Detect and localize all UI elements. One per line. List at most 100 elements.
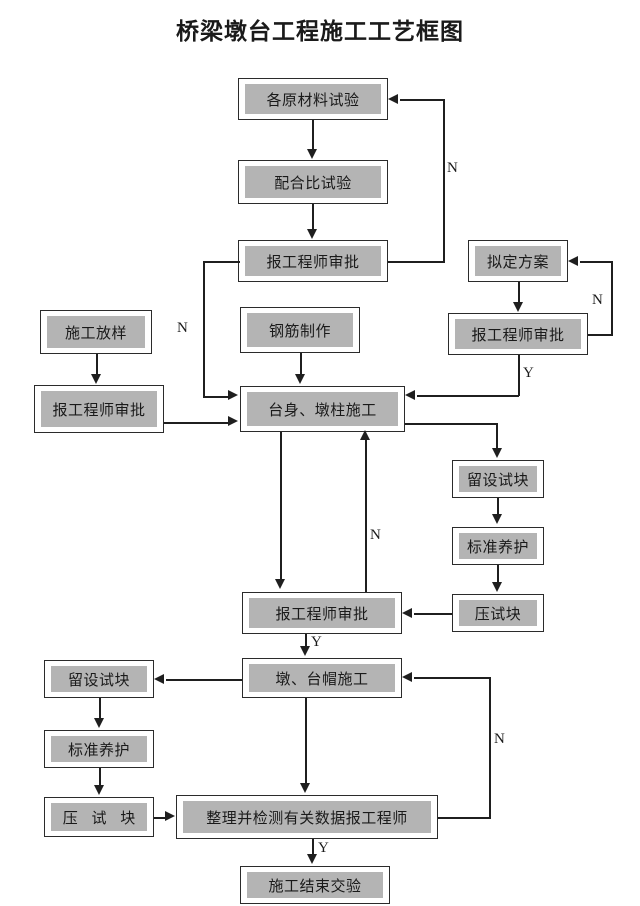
edge-layout-to-approval3 [96,354,98,375]
node-reserve-test-block-right[interactable]: 留设试块 [452,460,544,498]
edge-label-n-approval4-loop: N [370,527,381,543]
edge-piercap-to-collect [305,698,307,784]
arrow-into-reserve-test-block-right [492,448,502,458]
node-standard-curing-left[interactable]: 标准养护 [44,730,154,768]
edge-approval2-n-in [580,261,612,263]
edge-collect-n-up [489,677,491,818]
arrow-approval3-into-abutment [228,416,238,426]
arrow-n-into-raw-material [388,94,398,104]
arrow-piercap-into-reserve-left [154,674,164,684]
arrow-collect-to-complete [307,854,317,864]
edge-reserve-to-curing-left [99,698,101,719]
node-label: 拟定方案 [475,246,561,276]
edge-approval1-n-out [388,261,445,263]
node-label: 标准养护 [459,533,537,559]
edge-approval4-n-up [365,440,367,592]
edge-label-n-top-right: N [447,160,458,176]
node-mix-ratio-test[interactable]: 配合比试验 [238,160,388,204]
edge-collect-n-in [414,677,491,679]
edge-rebar-to-abutment [300,353,302,375]
node-construction-complete[interactable]: 施工结束交验 [240,866,390,904]
edge-approval2-y-down [518,355,520,396]
arrow-abutment-to-approval4 [275,579,285,589]
edge-curing-to-press-left [99,768,101,786]
edge-label-n-plan-loop: N [592,292,603,308]
edge-approval2-n-out [588,334,613,336]
arrow-plan-to-approval2 [513,302,523,312]
node-label: 留设试块 [459,466,537,492]
edge-approval3-to-abutment [164,422,228,424]
edge-abutment-right-out [405,423,498,425]
arrow-layout-to-approval3 [91,374,101,384]
node-press-test-block-right[interactable]: 压试块 [452,594,544,632]
arrow-curing-to-press-right [492,582,502,592]
node-label: 施工结束交验 [247,872,383,898]
arrow-approval1-into-abutment [228,390,238,400]
node-rebar-fabrication[interactable]: 钢筋制作 [240,307,360,353]
edge-approval4-to-piercap [305,634,307,647]
arrow-press-left-into-collect [165,811,175,821]
edge-label-y-plan-pass: Y [523,365,534,381]
node-label: 整理并检测有关数据报工程师 [183,801,431,833]
edge-mix-to-approval1 [312,204,314,230]
arrow-reserve-to-curing-right [492,514,502,524]
edge-collect-to-complete [312,839,314,855]
edge-approval2-y-left [417,395,519,397]
arrow-piercap-to-collect [300,783,310,793]
node-label: 报工程师审批 [249,598,395,628]
node-standard-curing-right[interactable]: 标准养护 [452,527,544,565]
node-label: 台身、墩柱施工 [247,392,398,426]
edge-approval1-n-up [443,99,445,262]
edge-abutment-to-reserve-right [496,423,498,449]
node-label: 标准养护 [51,736,147,762]
node-engineer-approval-4[interactable]: 报工程师审批 [242,592,402,634]
node-label: 压 试 块 [51,803,147,831]
node-reserve-test-block-left[interactable]: 留设试块 [44,660,154,698]
node-label: 墩、台帽施工 [249,664,395,692]
node-engineer-approval-1[interactable]: 报工程师审批 [238,240,388,282]
arrow-curing-to-press-left [94,785,104,795]
edge-reserve-to-curing-right [497,498,499,515]
arrow-mix-to-approval1 [307,229,317,239]
edge-abutment-to-approval4 [280,432,282,580]
edge-label-y-data-pass: Y [318,840,329,856]
edge-approval1-n-in [400,99,444,101]
arrow-rebar-to-abutment [295,374,305,384]
edge-approval1-left-out [203,261,240,263]
node-pier-cap-construction[interactable]: 墩、台帽施工 [242,658,402,698]
node-label: 报工程师审批 [455,319,581,349]
node-draft-plan[interactable]: 拟定方案 [468,240,568,282]
arrow-reserve-to-curing-left [94,718,104,728]
edge-approval1-left-down [203,261,205,397]
edge-label-n-data-loop: N [494,731,505,747]
node-label: 施工放样 [47,316,145,348]
edge-piercap-to-reserve-left [166,679,242,681]
arrow-n-into-abutment-bottom [360,430,370,440]
edge-press-right-to-approval4 [414,613,452,615]
page-title: 桥梁墩台工程施工工艺框图 [176,19,464,44]
node-label: 各原材料试验 [245,84,381,114]
node-raw-material-test[interactable]: 各原材料试验 [238,78,388,120]
node-label: 配合比试验 [245,166,381,198]
arrow-press-right-into-approval4 [402,608,412,618]
node-label: 钢筋制作 [247,313,353,347]
node-label: 压试块 [459,600,537,626]
arrow-raw-to-mix [307,149,317,159]
node-press-test-block-left[interactable]: 压 试 块 [44,797,154,837]
edge-collect-n-out [438,817,491,819]
node-label: 报工程师审批 [41,391,157,427]
edge-approval2-n-up [611,261,613,335]
arrow-n-into-draft-plan [568,256,578,266]
node-engineer-approval-2[interactable]: 报工程师审批 [448,313,588,355]
node-collect-data-report[interactable]: 整理并检测有关数据报工程师 [176,795,438,839]
arrow-y-into-abutment [405,390,415,400]
arrow-n-into-piercap [402,672,412,682]
node-engineer-approval-3[interactable]: 报工程师审批 [34,385,164,433]
node-label: 留设试块 [51,666,147,692]
node-label: 报工程师审批 [245,246,381,276]
edge-plan-to-approval2 [518,282,520,303]
node-abutment-pier-construction[interactable]: 台身、墩柱施工 [240,386,405,432]
node-construction-layout[interactable]: 施工放样 [40,310,152,354]
edge-approval1-left-in [203,396,229,398]
